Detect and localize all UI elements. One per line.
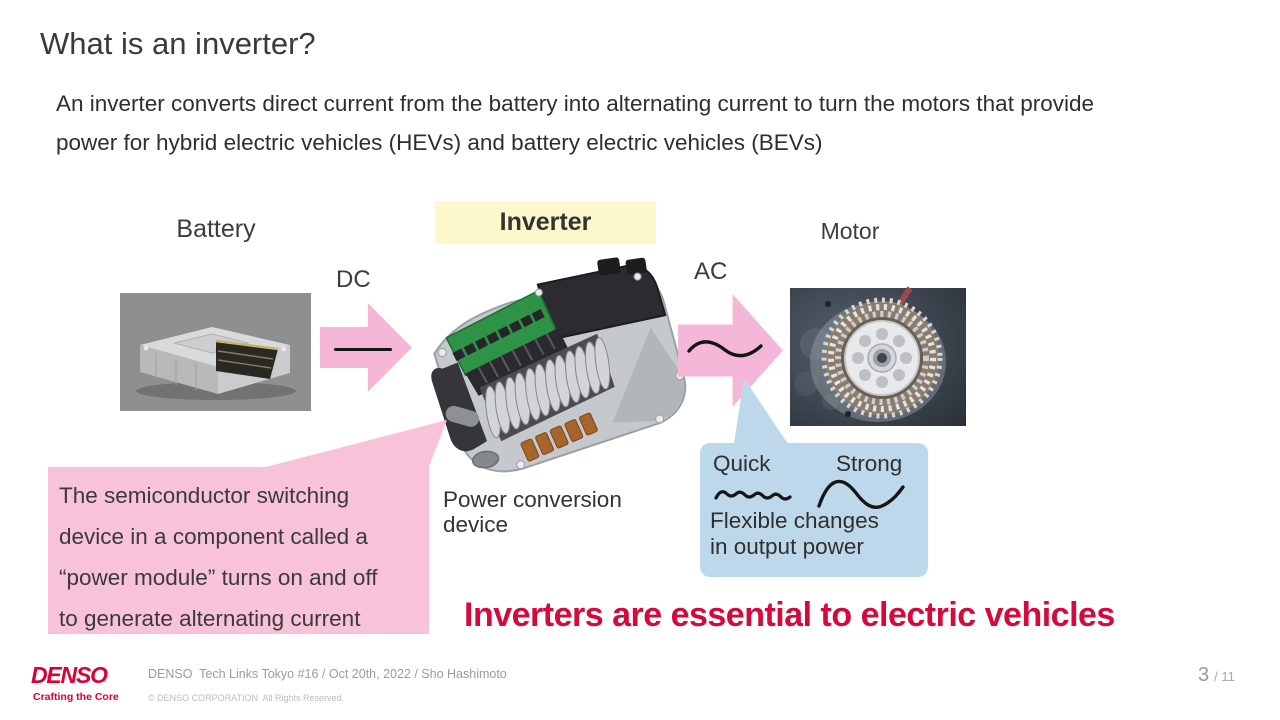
page-number: 3: [1198, 664, 1210, 686]
intro-line-1: An inverter converts direct current from…: [56, 91, 1094, 116]
flexible-line-1: Flexible changes: [710, 508, 879, 533]
motor-photo: [790, 286, 966, 426]
inverter-photo: [400, 246, 696, 498]
battery-photo: [120, 293, 311, 411]
intro-text: An inverter converts direct current from…: [56, 84, 1094, 162]
inverter-badge: Inverter: [435, 201, 656, 244]
quick-label: Quick: [713, 451, 771, 476]
denso-logo-tagline: Crafting the Core: [33, 691, 119, 703]
callout-line: “power module” turns on and off: [59, 565, 378, 590]
callout-line: The semiconductor switching: [59, 483, 350, 508]
ac-wave-icon: [687, 337, 765, 363]
power-conversion-line-1: Power conversion: [443, 487, 622, 512]
flexible-changes-text: Flexible changes in output power: [710, 508, 879, 560]
power-conversion-line-2: device: [443, 512, 509, 537]
semiconductor-callout: The semiconductor switching device in a …: [48, 467, 429, 634]
quick-wave-icon: [713, 483, 805, 509]
dc-label: DC: [336, 266, 371, 293]
page-total: / 11: [1214, 669, 1235, 684]
flexible-line-2: in output power: [710, 534, 864, 559]
strong-wave-icon: [816, 473, 910, 513]
motor-label: Motor: [820, 218, 880, 244]
callout-line: device in a component called a: [59, 524, 368, 549]
power-conversion-label: Power conversion device: [443, 487, 622, 537]
output-power-callout: Quick Strong Flexible changes in output …: [700, 443, 928, 577]
denso-logo: DENSO: [31, 662, 108, 688]
dc-line-icon: [334, 348, 392, 351]
intro-line-2: power for hybrid electric vehicles (HEVs…: [56, 130, 823, 155]
strong-label: Strong: [836, 451, 903, 476]
ac-label: AC: [694, 258, 728, 285]
battery-label: Battery: [176, 215, 256, 243]
headline: Inverters are essential to electric vehi…: [464, 596, 1115, 634]
footer-copyright: © DENSO CORPORATION All Rights Reserved.: [148, 693, 345, 703]
page-title: What is an inverter?: [40, 26, 316, 61]
footer-credit: DENSO Tech Links Tokyo #16 / Oct 20th, 2…: [148, 667, 507, 681]
callout-line: to generate alternating current: [59, 606, 361, 631]
page-indicator: 3 / 11: [1198, 664, 1235, 687]
